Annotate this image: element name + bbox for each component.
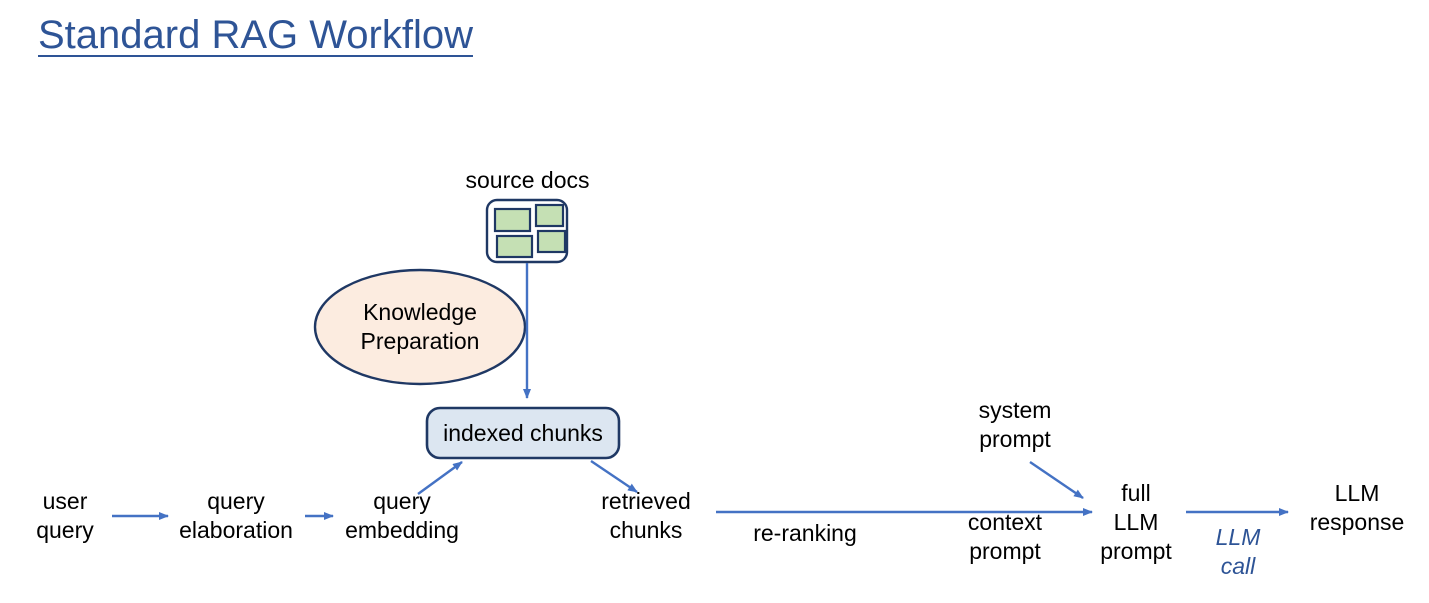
page-title: Standard RAG Workflow	[38, 13, 473, 57]
node-user-query: user query	[36, 488, 94, 543]
source-docs-icon	[485, 198, 569, 264]
edge-label-llm-call: LLM call	[1215, 524, 1261, 579]
node-context-prompt: context prompt	[967, 509, 1043, 564]
edge-label-re-ranking: re-ranking	[753, 520, 857, 546]
node-query-embedding: query embedding	[345, 488, 459, 543]
node-query-elaboration: query elaboration	[179, 488, 293, 543]
node-indexed-chunks: indexed chunks	[443, 420, 603, 446]
node-full-llm-prompt: full LLM prompt	[1100, 480, 1172, 564]
edge-systemprompt-to-fullprompt	[1029, 461, 1084, 499]
node-llm-response: LLM response	[1309, 480, 1405, 535]
node-system-prompt: system prompt	[978, 397, 1052, 452]
node-retrieved-chunks: retrieved chunks	[601, 488, 691, 543]
node-knowledge-preparation: Knowledge Preparation	[360, 299, 480, 354]
node-source-docs: source docs	[465, 167, 590, 193]
